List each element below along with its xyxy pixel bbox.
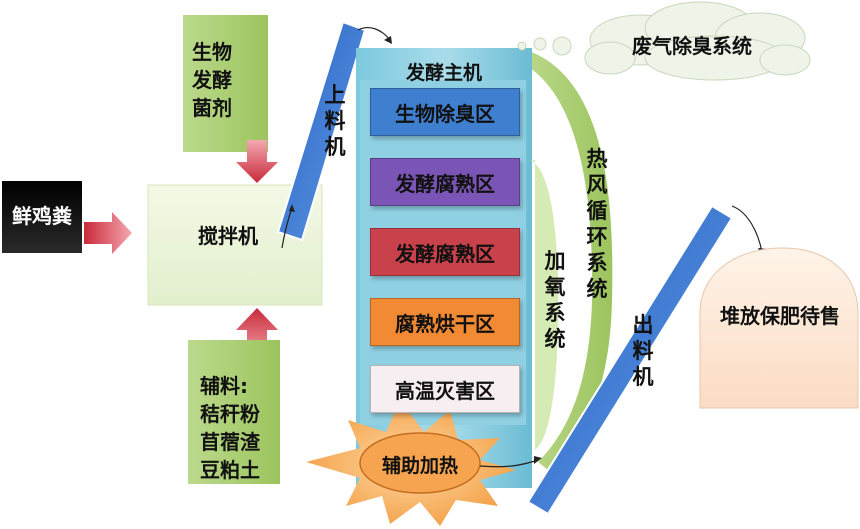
arrow-agent-to-mixer	[236, 140, 278, 183]
hot-air-char-1: 热	[586, 147, 608, 171]
biological-agent-line-3: 菌剂	[192, 96, 232, 120]
auxiliary-box	[188, 340, 280, 484]
fresh-manure-label: 鲜鸡粪	[12, 204, 72, 228]
exhaust-deodorization-label: 废气除臭系统	[632, 34, 752, 58]
biological-agent-line-2: 发酵	[192, 68, 232, 92]
discharger-label: 出 料 机	[630, 312, 656, 390]
auxiliary-label: 辅料: 秸秆粉 苜蓿渣 豆粕土	[200, 372, 260, 484]
hot-air-band	[520, 48, 613, 470]
auxiliary-line-2: 秸秆粉	[200, 402, 260, 426]
oxygen-char-2: 氧	[544, 275, 566, 299]
feeder-label: 上 料 机	[322, 82, 348, 160]
oxygen-band	[530, 160, 559, 450]
discharger-conveyor	[526, 204, 734, 516]
discharger-char-2: 料	[632, 339, 654, 363]
hot-air-char-4: 环	[586, 225, 608, 249]
zone-drying: 腐熟烘干区	[370, 298, 520, 346]
feeder-char-1: 上	[324, 83, 346, 107]
oxygen-char-4: 统	[544, 327, 566, 351]
auxiliary-line-3: 苜蓿渣	[200, 430, 260, 454]
hot-air-char-2: 风	[586, 173, 608, 197]
hot-air-char-3: 循	[586, 199, 608, 223]
discharger-char-3: 机	[632, 365, 654, 389]
auxiliary-line-1: 辅料:	[200, 374, 248, 398]
auxiliary-heating-label: 辅助加热	[381, 455, 458, 477]
oxygen-char-1: 加	[544, 249, 566, 273]
hot-air-system-label: 热 风 循 环 系 统	[584, 146, 610, 302]
biological-agent-box	[183, 15, 268, 152]
exhaust-cloud	[584, 1, 811, 81]
feeder-conveyor	[276, 20, 367, 242]
biological-agent-line-1: 生物	[192, 40, 232, 64]
zone-fermentation-2: 发酵腐熟区	[370, 228, 520, 276]
hot-air-char-5: 系	[586, 251, 608, 275]
storage-mound	[699, 247, 859, 409]
oxygen-char-3: 系	[544, 301, 566, 325]
arrow-aux-to-mixer	[236, 308, 278, 360]
storage-label: 堆放保肥待售	[720, 304, 840, 328]
discharger-char-1: 出	[632, 313, 654, 337]
oxygen-system-label: 加 氧 系 统	[542, 248, 568, 352]
zone-bio-deodorization: 生物除臭区	[370, 88, 520, 136]
biological-agent-label: 生物 发酵 菌剂	[192, 38, 252, 122]
zone-high-temp: 高温灭害区	[370, 365, 520, 413]
hot-air-char-6: 统	[586, 277, 608, 301]
main-fermenter-title: 发酵主机	[405, 62, 482, 84]
feeder-char-2: 料	[324, 109, 346, 133]
fresh-manure-box	[2, 181, 82, 253]
zone-fermentation-1: 发酵腐熟区	[370, 158, 520, 206]
mixer-label: 搅拌机	[198, 224, 258, 248]
auxiliary-line-4: 豆粕土	[200, 458, 260, 482]
arrow-manure-to-mixer	[84, 212, 132, 254]
feeder-char-3: 机	[324, 135, 346, 159]
